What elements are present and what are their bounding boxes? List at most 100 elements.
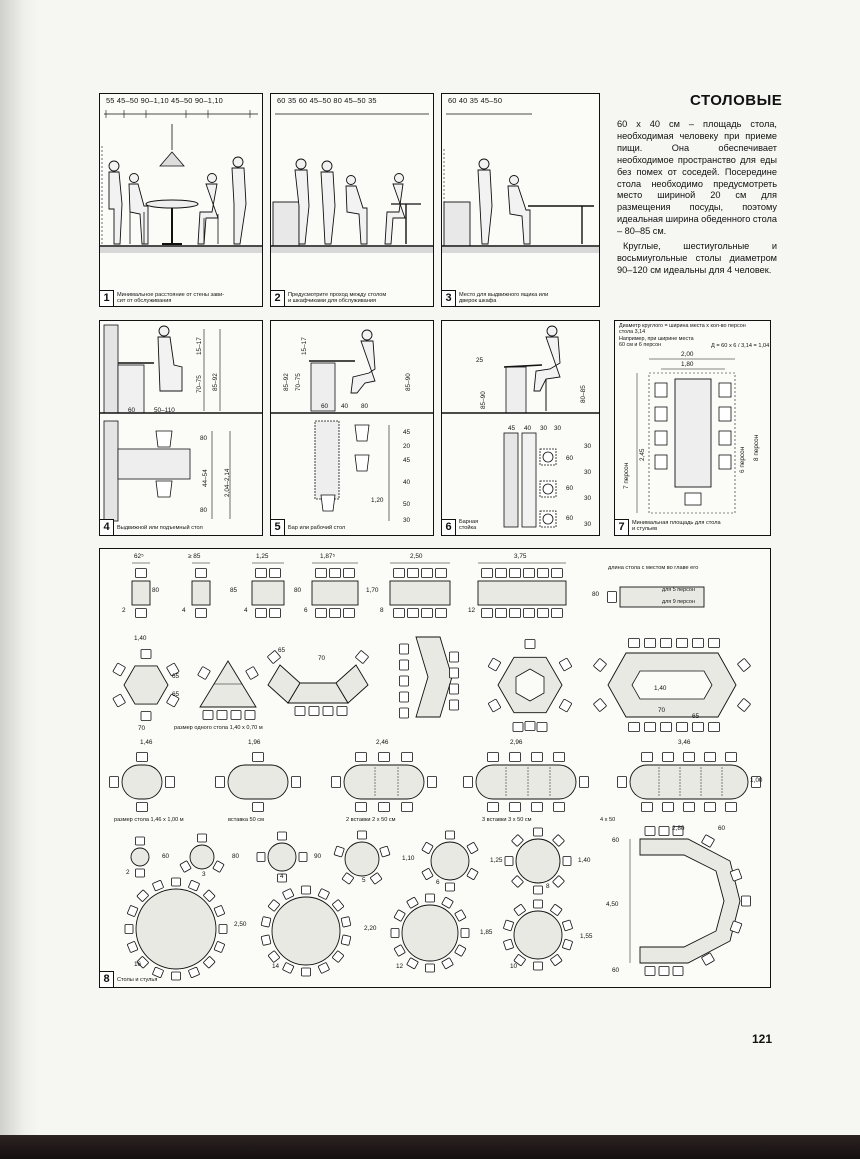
figure-7-formula: Диаметр круглого = ширина места х кол-во… (619, 323, 746, 349)
chair (393, 568, 405, 578)
figure-7-label-7: 7 персон (623, 462, 630, 489)
p8-head-5: для 5 персон (662, 587, 695, 593)
figure-3-number: 3 (442, 290, 456, 306)
chair (427, 776, 437, 788)
chair (329, 608, 341, 618)
chair (513, 904, 526, 916)
chair (644, 966, 656, 976)
chair (195, 608, 207, 618)
chair (466, 868, 479, 880)
chair (503, 919, 514, 932)
figure-6-dim-60a: 60 (566, 455, 574, 462)
round-table (189, 844, 215, 870)
chair (317, 962, 330, 974)
chair (136, 802, 148, 812)
chair (343, 568, 355, 578)
p8-round-count-4: 5 (362, 877, 366, 884)
chair (315, 568, 327, 578)
chair (112, 662, 126, 677)
chair (550, 904, 563, 916)
p8-hex-dim-4: 70 (138, 725, 146, 732)
chair (562, 856, 572, 866)
figure-3-drawing (442, 113, 599, 253)
figure-7-formula-result: Д = 60 х 6 / 3,14 = 1,04 (711, 343, 770, 349)
chair (407, 608, 419, 618)
p8-oval-width-3: 2,46 (376, 739, 389, 746)
p8-head-9: для 9 персон (662, 599, 695, 605)
chair (523, 608, 535, 618)
chair (660, 722, 672, 732)
hex-hole (515, 668, 545, 702)
p8-rect-depth-5: 80 (592, 591, 600, 598)
figure-2-drawing (271, 113, 433, 253)
chair (127, 941, 139, 953)
chair (401, 802, 413, 812)
chair (524, 639, 536, 649)
chair (407, 568, 419, 578)
p8-rect-count-5: 8 (380, 607, 384, 614)
chair (751, 776, 761, 788)
round-table (515, 838, 561, 884)
figure-5-dim-85-90: 85–90 (405, 373, 412, 391)
chair (188, 966, 200, 978)
chair (127, 905, 139, 917)
figure-6-dim-30b: 30 (554, 425, 562, 432)
oval-table (343, 764, 425, 800)
figure-5-dim-80: 80 (361, 403, 369, 410)
chair (255, 568, 267, 578)
chair (230, 710, 242, 720)
rect-table (251, 580, 285, 606)
figure-4-drawing (100, 324, 262, 522)
chair (203, 889, 216, 902)
p8-rect-count-2: 4 (182, 607, 186, 614)
chair (294, 706, 306, 716)
chair (460, 928, 470, 938)
figure-4-dim-80-bottom: 80 (200, 507, 208, 514)
figure-6-dim-30f: 30 (584, 521, 592, 528)
figure-5-dim-15-17: 15–17 (301, 337, 308, 355)
p8-hex-dim-7: 1,40 (654, 685, 667, 692)
chair (399, 707, 409, 719)
p8-big-count-1: 16 (134, 961, 142, 968)
chair (617, 776, 627, 788)
chair (523, 568, 535, 578)
chair (503, 938, 514, 951)
chair (552, 834, 565, 847)
chair (676, 638, 688, 648)
figure-2-caption: Предусмотрите проход между столом и шкаф… (288, 291, 387, 305)
figure-6-drawing (442, 325, 599, 528)
chair (495, 608, 507, 618)
chair (166, 662, 180, 677)
p8-u-dim-5: 60 (612, 967, 620, 974)
chair (213, 905, 225, 917)
chair (399, 643, 409, 655)
chair (406, 896, 419, 909)
chair (255, 608, 267, 618)
round-table (135, 888, 217, 970)
chair (708, 722, 720, 732)
chair (355, 650, 369, 664)
chair (509, 568, 521, 578)
figure-1-caption: Минимальное расстояние от стены зави- си… (117, 291, 225, 305)
figure-5-dim-40b: 40 (403, 479, 411, 486)
chair (421, 608, 433, 618)
chair (140, 711, 152, 721)
figure-2-passage: 60 35 60 45–50 80 45–50 35 2 Предусмотри… (270, 93, 434, 307)
rect-table (131, 580, 151, 606)
p8-rect-width-5: 2,50 (410, 553, 423, 560)
chair (533, 899, 543, 909)
chair (495, 568, 507, 578)
figure-5-dim-45b: 45 (403, 457, 411, 464)
chair (331, 776, 341, 788)
chair (343, 608, 355, 618)
chair (509, 802, 521, 812)
figure-4-dim-70-75: 70–75 (196, 375, 203, 393)
round-table (271, 896, 341, 966)
figure-4-pullout-table: 60 50–110 15–17 70–75 85–92 80 44–54 2,0… (99, 320, 263, 536)
p8-round-dim-5: 1,25 (490, 857, 503, 864)
chair (692, 722, 704, 732)
chair (112, 693, 126, 708)
figure-4-dim-15-17: 15–17 (196, 337, 203, 355)
chair (291, 776, 301, 788)
chair (268, 950, 280, 963)
